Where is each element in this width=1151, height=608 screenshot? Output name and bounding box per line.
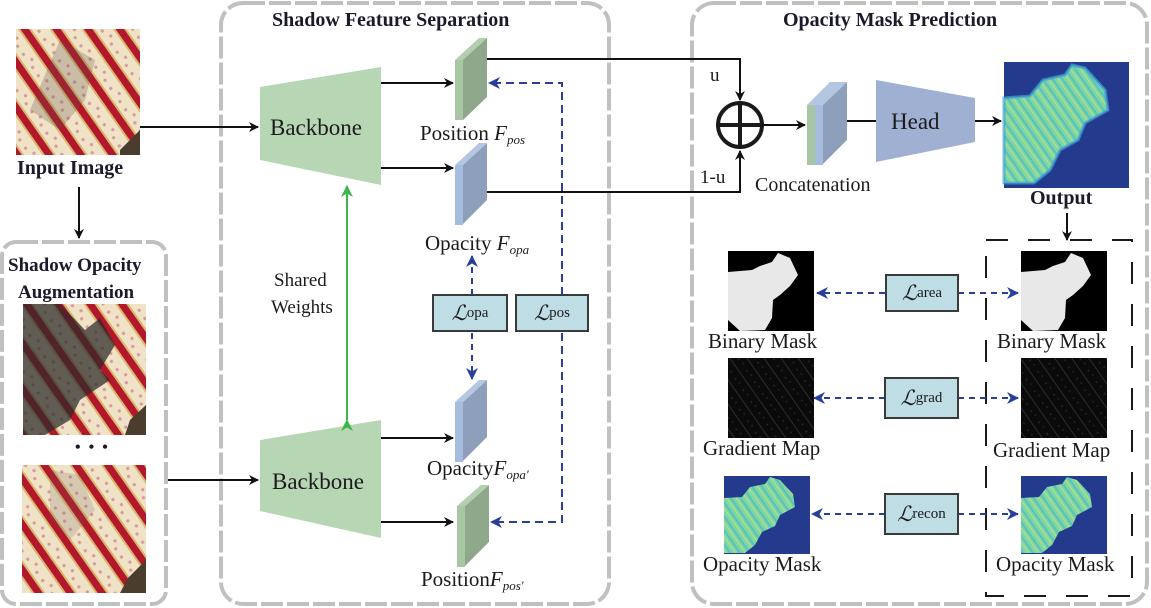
fusion-weight-u: u bbox=[710, 65, 720, 86]
feature-pos-label: Position Fpos bbox=[420, 121, 525, 147]
feature-pos-word: Position bbox=[420, 121, 489, 145]
binary-mask-gt bbox=[728, 251, 814, 331]
augmentation-ellipsis: • • • bbox=[75, 439, 110, 456]
loss-pos-symbol: ℒ bbox=[534, 300, 550, 325]
shared-weights-line1: Shared bbox=[274, 270, 327, 291]
fusion-weight-1-u: 1-u bbox=[700, 167, 726, 188]
feature-opa-label: Opacity Fopa bbox=[425, 231, 530, 257]
augmentation-title-line2: Augmentation bbox=[18, 282, 135, 303]
loss-grad-symbol: ℒ bbox=[900, 385, 916, 410]
feature-pos-prime-symbol: F bbox=[489, 567, 503, 591]
loss-pos-arrow-bottom bbox=[490, 333, 563, 528]
output-opacity-image bbox=[1002, 62, 1129, 188]
feature-pos-symbol: F bbox=[494, 121, 507, 145]
augmentation-title-line1: Shadow Opacity bbox=[8, 255, 142, 276]
feature-opa-prime-word: Opacity bbox=[427, 456, 494, 480]
loss-recon-sub: recon bbox=[912, 505, 946, 522]
arrow-opa-to-fusion bbox=[487, 150, 745, 193]
feature-opa-block bbox=[455, 143, 487, 225]
input-image bbox=[16, 29, 140, 155]
binary-mask-pred-label: Binary Mask bbox=[997, 329, 1107, 353]
loss-grad-sub: grad bbox=[915, 389, 943, 406]
loss-opa-sub: opa bbox=[466, 304, 489, 321]
feature-opa-word: Opacity bbox=[425, 231, 492, 255]
opacity-mask-gt bbox=[724, 476, 810, 554]
concat-feature-block bbox=[807, 82, 847, 165]
opacity-mask-pred bbox=[1021, 476, 1107, 554]
feature-pos-prime-word: Position bbox=[421, 567, 490, 591]
separation-panel bbox=[219, 1, 611, 606]
feature-opa-symbol: F bbox=[496, 231, 510, 255]
binary-mask-pred bbox=[1021, 251, 1107, 331]
backbone-top-label: Backbone bbox=[270, 115, 362, 140]
concatenation-label: Concatenation bbox=[755, 174, 871, 196]
arrow-pos-to-fusion bbox=[487, 58, 745, 101]
input-image-label: Input Image bbox=[17, 157, 124, 179]
loss-pos-sub: pos bbox=[549, 304, 570, 321]
binary-mask-gt-label: Binary Mask bbox=[708, 329, 818, 353]
backbone-top-shape bbox=[260, 67, 381, 185]
loss-area-symbol: ℒ bbox=[901, 280, 918, 305]
feature-pos-prime-label: PositionFpos′ bbox=[421, 567, 524, 593]
head-label: Head bbox=[891, 109, 940, 134]
prediction-title: Opacity Mask Prediction bbox=[783, 9, 998, 31]
head-shape bbox=[876, 80, 975, 162]
loss-recon-symbol: ℒ bbox=[897, 501, 913, 526]
feature-opa-prime-symbol: F bbox=[493, 456, 507, 480]
loss-area-sub: area bbox=[917, 284, 943, 301]
augmentation-panel bbox=[0, 240, 168, 606]
output-label: Output bbox=[1030, 187, 1093, 209]
prediction-panel bbox=[690, 1, 1149, 606]
shared-weights-line2: Weights bbox=[271, 297, 333, 318]
backbone-bottom-shape bbox=[260, 420, 381, 538]
feature-opa-prime-label: OpacityFopa′ bbox=[427, 456, 529, 482]
gradient-map-pred bbox=[1021, 358, 1107, 438]
feature-pos-prime-sub: pos′ bbox=[502, 578, 524, 593]
gradient-map-pred-label: Gradient Map bbox=[993, 438, 1111, 462]
augmented-image-2 bbox=[22, 465, 146, 593]
separation-title: Shadow Feature Separation bbox=[272, 9, 510, 31]
gradient-map-gt-label: Gradient Map bbox=[703, 436, 821, 460]
opacity-mask-gt-label: Opacity Mask bbox=[703, 552, 822, 576]
loss-pos-arrow-top bbox=[488, 77, 563, 295]
augmented-image-1 bbox=[23, 304, 146, 435]
feature-pos-block bbox=[455, 38, 487, 120]
feature-pos-prime-block bbox=[457, 485, 489, 567]
backbone-bottom-label: Backbone bbox=[272, 469, 364, 494]
feature-opa-prime-block bbox=[455, 380, 487, 462]
circled-plus-icon bbox=[716, 101, 764, 149]
loss-opa-symbol: ℒ bbox=[451, 300, 467, 325]
feature-opa-prime-sub: opa′ bbox=[506, 467, 529, 482]
feature-opa-sub: opa bbox=[509, 242, 530, 257]
opacity-mask-pred-label: Opacity Mask bbox=[996, 552, 1115, 576]
feature-pos-sub: pos bbox=[506, 132, 525, 147]
gradient-map-gt bbox=[728, 358, 814, 438]
